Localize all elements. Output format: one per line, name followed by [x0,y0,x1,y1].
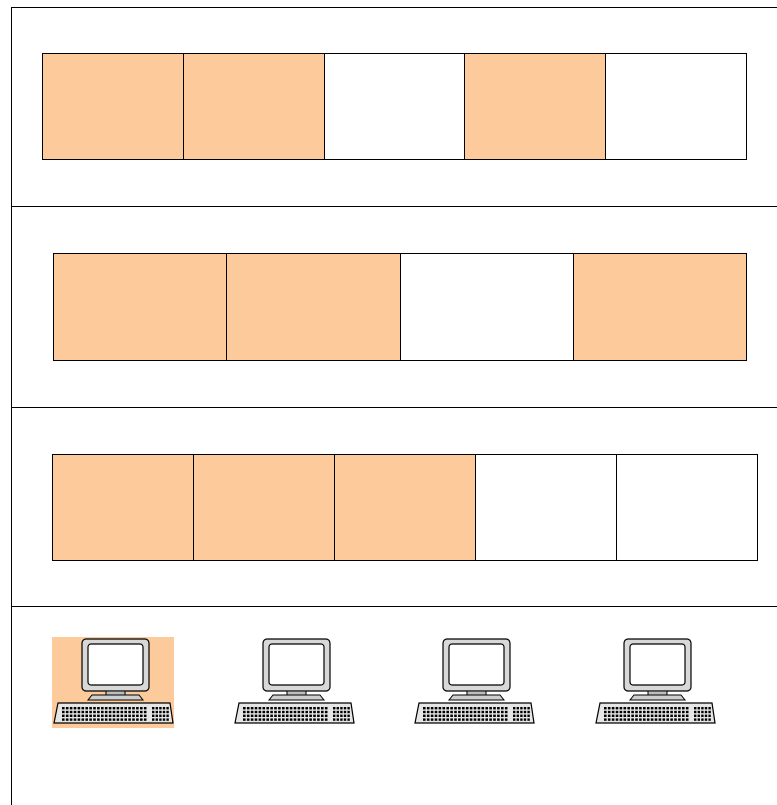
desktop-computer-icon [52,637,174,728]
cell-strip-row-1 [42,53,747,160]
cell-empty [476,454,617,561]
row-divider-2 [11,407,777,408]
cell-filled [43,53,184,160]
cell-filled [465,53,606,160]
row-divider-3 [11,606,777,607]
cell-filled [335,454,476,561]
cell-empty [606,53,747,160]
left-border-line [11,7,12,805]
cell-filled [54,253,227,361]
cell-filled [574,253,747,361]
cell-strip-row-2 [53,253,747,361]
cell-filled [227,253,400,361]
desktop-computer-icon [413,637,535,728]
top-border-line [11,7,777,8]
cell-filled [53,454,194,561]
cell-empty [325,53,466,160]
desktop-computer-icon [594,637,716,728]
cell-filled [184,53,325,160]
cell-filled [194,454,335,561]
cell-empty [617,454,758,561]
row-divider-1 [11,206,777,207]
desktop-computer-icon [233,637,355,728]
cell-empty [401,253,574,361]
cell-strip-row-3 [52,454,758,561]
